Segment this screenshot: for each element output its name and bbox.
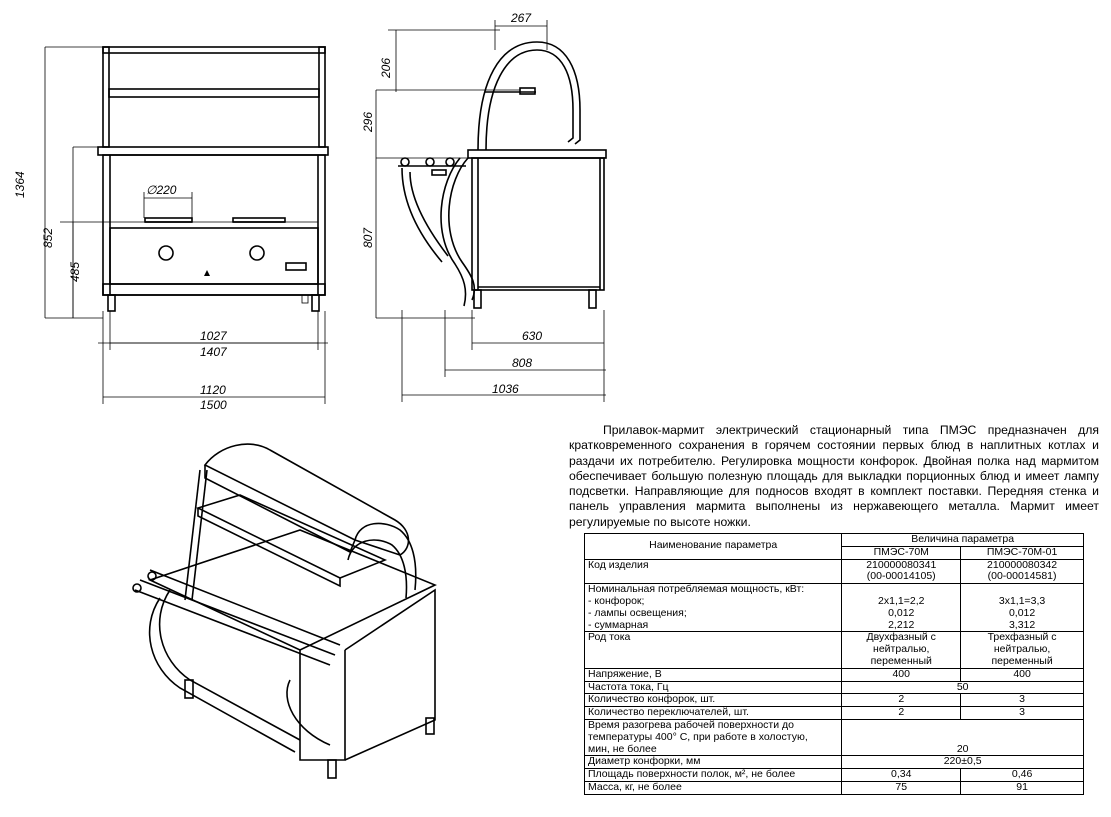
cell-value: 0,012 (888, 606, 915, 619)
dim-total-width: 1500 (200, 398, 227, 412)
dim-counter-height: 852 (41, 228, 55, 248)
row-label: мин, не более (588, 742, 657, 755)
cell-value: (00-00014105) (866, 570, 936, 583)
cell-value: Двухфазный с (866, 631, 936, 644)
cell-value: 400 (841, 667, 962, 682)
cell-value: нейтралью, (873, 643, 930, 656)
cell-value: 3х1,1=3,3 (998, 594, 1046, 607)
row-label: Номинальная потребляемая мощность, кВт: (588, 583, 805, 596)
row-label: Площадь поверхности полок, м², не более (583, 768, 843, 782)
cell-value: переменный (991, 654, 1053, 667)
table-row: Род тока Двухфазный с нейтралью, перемен… (583, 631, 1084, 669)
header-model-1: ПМЭС-70М (841, 545, 962, 560)
table-header-models-row: ПМЭС-70М ПМЭС-70М-01 (585, 545, 1084, 560)
row-label: Диаметр конфорки, мм (583, 755, 843, 770)
row-label: Масса, кг, не более (583, 780, 843, 795)
cell-value: нейтралью, (993, 643, 1051, 656)
cell-value: 0,012 (1008, 606, 1036, 619)
table-row: Частота тока, Гц 50 (583, 680, 1084, 695)
front-view-drawing (44, 46, 329, 404)
row-label: Количество конфорок, шт. (583, 693, 843, 708)
isometric-view-drawing (132, 443, 437, 779)
cell-value: 3,312 (1008, 618, 1036, 631)
cell-value: 0,46 (960, 768, 1084, 782)
row-label: температуры 400° С, при работе в холосту… (588, 730, 808, 743)
row-label: Количество переключателей, шт. (583, 706, 843, 720)
row-label: Время разогрева рабочей поверхности до (588, 718, 794, 731)
cell-value: 0,34 (841, 768, 962, 782)
table-row: Количество переключателей, шт. 2 3 (583, 706, 1084, 720)
cell-value: 20 (841, 718, 1084, 757)
cell-value: переменный (870, 654, 932, 667)
cell-value: 2 (841, 706, 962, 720)
table-header-row: Наименование параметра Величина параметр… (583, 533, 1084, 560)
row-label: Напряжение, В (583, 667, 843, 682)
cell-value: 91 (960, 780, 1084, 795)
cell-value: 210000080341 (866, 558, 937, 571)
dim-shelf-gap: 206 (379, 58, 393, 79)
table-row: Номинальная потребляемая мощность, кВт: … (583, 583, 1084, 633)
table-row: Напряжение, В 400 400 (583, 667, 1084, 682)
cell-value: 2,212 (888, 618, 915, 631)
header-param-name: Наименование параметра (583, 533, 843, 560)
row-label: Частота тока, Гц (583, 680, 843, 695)
dim-burner-height: 485 (68, 262, 82, 282)
table-row: Количество конфорок, шт. 2 3 (583, 693, 1084, 708)
row-label: Род тока (583, 631, 843, 669)
table-row: Площадь поверхности полок, м², не более … (583, 768, 1084, 782)
dim-legs-width: 1120 (200, 383, 226, 397)
dim-base-depth: 630 (522, 329, 542, 343)
dimension-labels: 1364 852 485 ∅220 1027 1407 1120 1500 26… (13, 11, 542, 412)
row-label: - суммарная (588, 618, 649, 631)
dim-burner-diameter: ∅220 (146, 183, 177, 197)
specifications-table: Наименование параметра Величина параметр… (583, 533, 1084, 795)
header-model-2: ПМЭС-70М-01 (960, 545, 1084, 560)
cell-value: 210000080342 (987, 558, 1058, 571)
table-row: Диаметр конфорки, мм 220±0,5 (583, 755, 1084, 770)
header-param-value: Величина параметра (841, 533, 1084, 547)
row-label: - лампы освещения; (588, 606, 687, 619)
table-row: Время разогрева рабочей поверхности до т… (583, 718, 1084, 757)
dim-total-height: 1364 (13, 171, 27, 198)
cell-value: 2 (841, 693, 962, 708)
cell-value: (00-00014581) (987, 570, 1057, 583)
cell-value: 400 (960, 667, 1084, 682)
dim-depth: 808 (512, 356, 532, 370)
cell-value: 75 (841, 780, 962, 795)
row-label: - конфорок; (588, 594, 645, 607)
cell-value: 3 (960, 693, 1084, 708)
side-view-drawing (375, 20, 607, 402)
dim-side-counter-height: 807 (361, 227, 375, 248)
cell-value: 3 (960, 706, 1084, 720)
dim-outer-width: 1407 (200, 345, 228, 359)
cell-value: Трехфазный с (987, 631, 1057, 644)
dim-inner-width: 1027 (200, 329, 228, 343)
cell-value: 2х1,1=2,2 (878, 594, 925, 607)
dim-shelf-height: 296 (361, 112, 375, 133)
row-label: Код изделия (583, 558, 843, 585)
product-description: Прилавок-мармит электрический стационарн… (569, 423, 1099, 529)
dim-shelf-top: 267 (510, 11, 532, 25)
cell-value: 50 (841, 680, 1084, 695)
table-row: Код изделия 210000080341(00-00014105) 21… (583, 558, 1084, 585)
cell-value: 220±0,5 (841, 755, 1084, 770)
table-row: Масса, кг, не более 75 91 (583, 780, 1084, 795)
dim-total-depth: 1036 (492, 382, 519, 396)
